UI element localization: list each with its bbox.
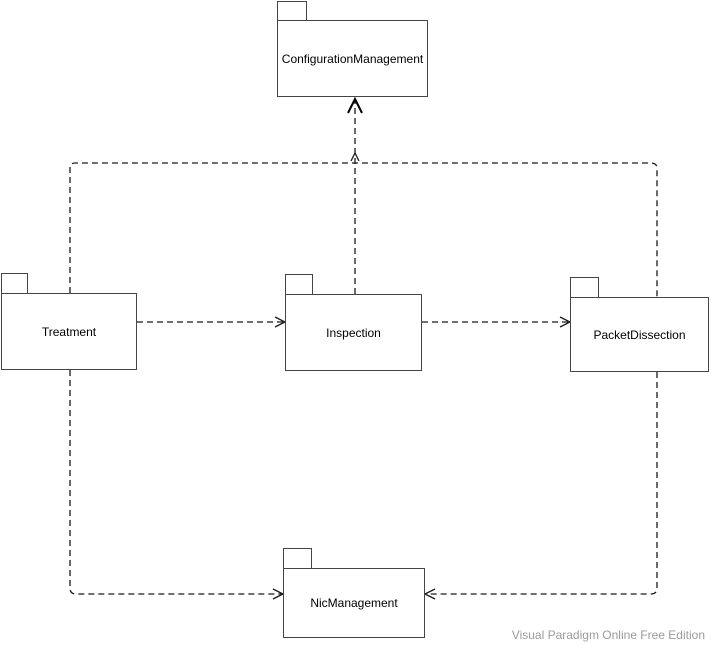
package-nic-management[interactable]: NicManagement (283, 548, 426, 638)
package-tab (285, 274, 313, 294)
package-label: PacketDissection (593, 327, 686, 342)
package-body[interactable]: PacketDissection (570, 297, 709, 372)
package-tab (570, 277, 599, 297)
package-body[interactable]: Inspection (285, 294, 422, 371)
merge-junction-arrow (350, 151, 360, 162)
watermark-text: Visual Paradigm Online Free Edition (511, 628, 705, 642)
package-packet-dissection[interactable]: PacketDissection (570, 277, 710, 372)
package-label: Inspection (326, 325, 381, 340)
package-body[interactable]: NicManagement (283, 568, 425, 638)
package-body[interactable]: ConfigurationManagement (277, 20, 428, 97)
edge-treatment-packetdissection-to-configurationmanagement (69, 162, 658, 297)
package-inspection[interactable]: Inspection (285, 274, 422, 371)
package-tab (277, 1, 307, 20)
package-label: Treatment (41, 324, 97, 339)
edge-treatment-to-nicmanagement (69, 370, 285, 600)
package-treatment[interactable]: Treatment (1, 273, 138, 370)
package-body[interactable]: Treatment (1, 293, 137, 370)
package-label: ConfigurationManagement (281, 51, 424, 66)
package-label: NicManagement (310, 596, 398, 610)
edge-packetdissection-to-nicmanagement (423, 372, 658, 600)
package-tab (1, 273, 28, 293)
package-configuration-management[interactable]: ConfigurationManagement (277, 1, 429, 97)
package-tab (283, 548, 312, 568)
